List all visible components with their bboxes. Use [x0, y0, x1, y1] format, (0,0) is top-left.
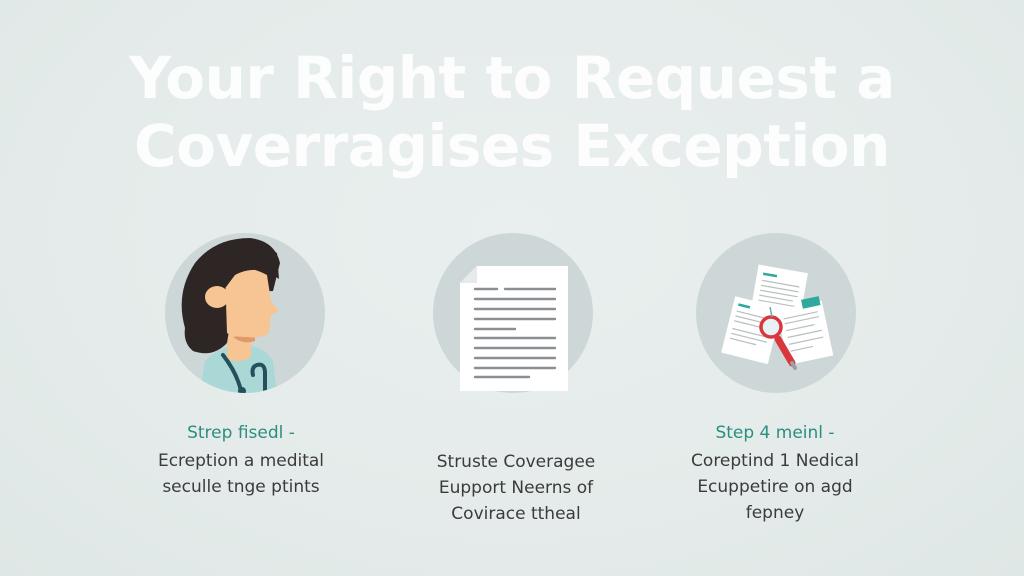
step-3-desc-line-2: Ecuppetire on agd — [697, 477, 853, 497]
page-title-line-2: Coverragises Exception — [134, 112, 890, 180]
step-1-desc-line-2: seculle tnge ptints — [162, 477, 320, 497]
page-title-line-1: Your Right to Request a — [129, 44, 895, 112]
documents-magnifier-icon — [721, 264, 834, 370]
step-1-title: Strep fisedl - — [187, 423, 295, 443]
step-3-icon-circle — [696, 233, 856, 393]
step-2-desc-line-2: Eupport Neerns of — [438, 478, 594, 498]
step-2-icon-circle — [433, 233, 593, 393]
step-3-title: Step 4 meinl - — [715, 423, 835, 443]
step-3-text: Step 4 meinl - Coreptind 1 Nedical Ecupp… — [645, 420, 905, 526]
step-1-icon-circle — [165, 233, 325, 393]
step-3-desc-line-3: fepney — [745, 503, 805, 523]
step-2-desc-line-3: Covirace ttheal — [451, 504, 581, 524]
step-1-text: Strep fisedl - Ecreption a medital secul… — [111, 420, 371, 500]
document-icon — [459, 266, 568, 391]
doctor-avatar-icon — [181, 238, 280, 393]
step-2-desc-line-1: Struste Coveragee — [436, 452, 596, 472]
step-1-desc-line-1: Ecreption a medital — [157, 451, 325, 471]
step-2-text: Struste Coveragee Eupport Neerns of Covi… — [386, 449, 646, 527]
step-3-desc-line-1: Coreptind 1 Nedical — [691, 451, 859, 471]
page-title: Your Right to Request a Coverragises Exc… — [0, 44, 1024, 180]
